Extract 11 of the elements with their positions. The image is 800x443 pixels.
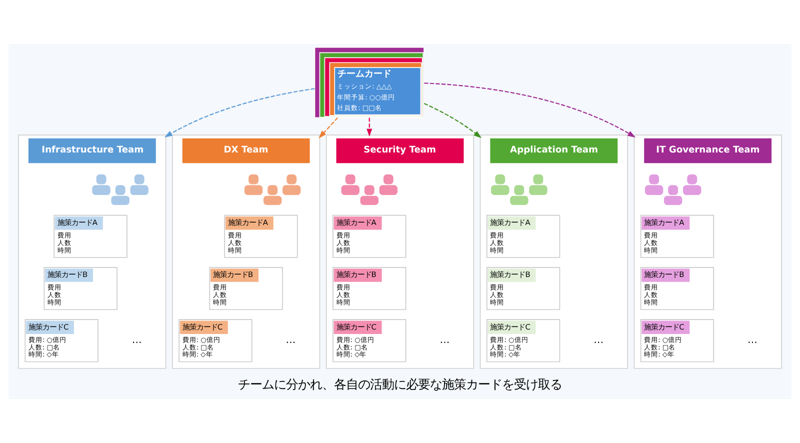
arrow: [424, 82, 636, 138]
label: …: [132, 335, 142, 346]
arrow: [366, 118, 372, 137]
label: …: [594, 335, 604, 346]
arrow: [424, 102, 482, 138]
arrow: [164, 88, 315, 138]
arrow: [318, 117, 338, 138]
label: …: [286, 335, 296, 346]
label: …: [748, 335, 758, 346]
caption: チームに分かれ、各自の活動に必要な施策カードを受け取る: [238, 376, 562, 392]
label: …: [440, 335, 450, 346]
